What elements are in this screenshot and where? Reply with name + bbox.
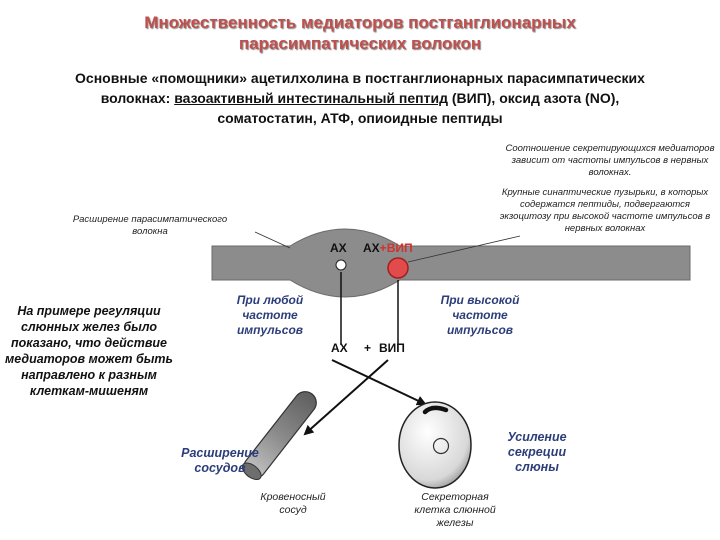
label-plus-sign: +: [379, 241, 387, 255]
leader-line-dilation: [254, 231, 291, 249]
effect-vasodilation: Расширение сосудов: [181, 446, 259, 475]
frequency-any: При любой частоте импульсов: [236, 293, 304, 337]
frequency-high: При высокой частоте импульсов: [440, 293, 520, 337]
label-ach: АХ: [330, 241, 347, 255]
release-vip: ВИП: [379, 341, 405, 355]
subtitle-underlined: вазоактивный интестинальный пептид: [174, 90, 448, 106]
subtitle: Основные «помощники» ацетилхолина в пост…: [20, 68, 700, 128]
arrow-to-cell: [331, 359, 427, 406]
target-secretory-cell: Секреторная клетка слюнной железы: [414, 491, 496, 529]
secretory-cell: [398, 401, 472, 489]
note-fiber-dilation: Расширение парасимпатического волокна: [72, 214, 228, 237]
subtitle-line-2: волокнах: вазоактивный интестинальный пе…: [20, 88, 700, 108]
nerve-fiber: [211, 228, 691, 298]
note-ratio: Соотношение секретирующихся медиаторов з…: [505, 143, 715, 178]
label-vip: ВИП: [386, 241, 413, 255]
subtitle-suffix: (ВИП), оксид азота (NO),: [447, 90, 620, 106]
effect-secretion: Усиление секреции слюны: [507, 430, 567, 474]
title-line-2: парасимпатических волокон: [238, 34, 482, 53]
subtitle-line-3: соматостатин, АТФ, опиоидные пептиды: [217, 110, 503, 126]
release-plus: +: [364, 341, 372, 355]
page-title: Множественность медиаторов постганглиона…: [0, 12, 720, 54]
release-ach: АХ: [331, 341, 348, 355]
note-vesicles: Крупные синаптические пузырьки, в которы…: [499, 187, 711, 234]
leader-line-vesicles: [407, 235, 521, 263]
label-ach-vip: АХ+ВИП: [363, 241, 413, 255]
subtitle-line-1: Основные «помощники» ацетилхолина в пост…: [75, 70, 645, 86]
arrow-to-vessel: [303, 359, 389, 436]
ach-vesicle: [335, 259, 347, 271]
target-vessel: Кровеносный сосуд: [260, 491, 326, 516]
subtitle-prefix: волокнах:: [100, 90, 175, 106]
label-ach-plus: АХ: [363, 241, 380, 255]
blood-vessel: [241, 391, 317, 481]
title-line-1: Множественность медиаторов постганглиона…: [144, 13, 576, 32]
vip-vesicle: [387, 257, 409, 279]
left-explanation: На примере регуляции слюнных желез было …: [5, 304, 173, 398]
